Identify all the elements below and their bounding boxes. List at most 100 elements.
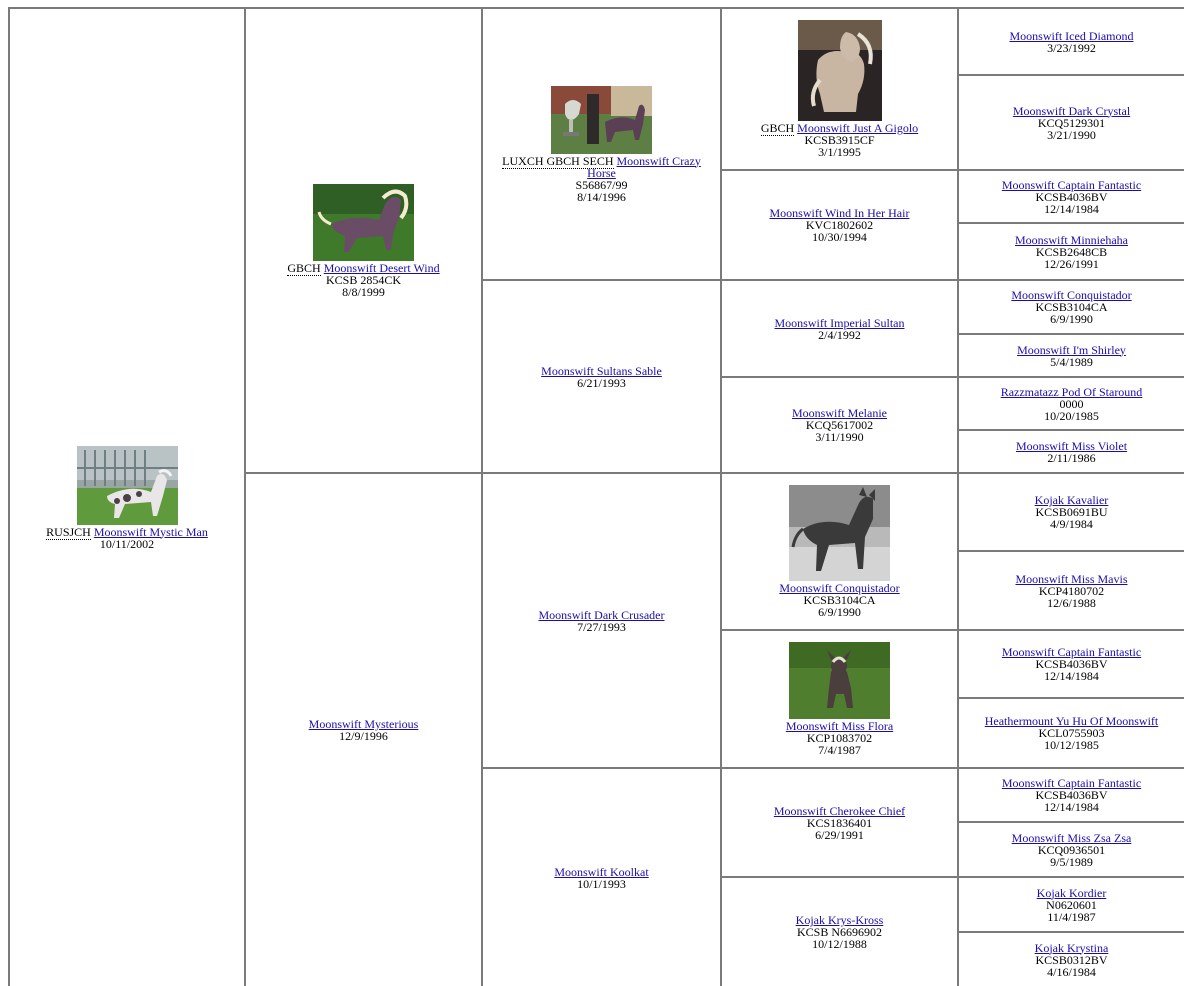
birth-date: 3/11/1990 — [815, 430, 864, 444]
registration-number: KCSB0312BV — [1035, 952, 1108, 967]
birth-date: 12/6/1988 — [1047, 595, 1096, 610]
row-divider — [958, 333, 1184, 335]
birth-date: 2/4/1992 — [818, 327, 861, 342]
dog-name-link[interactable]: Moonswift Sultans Sable — [541, 363, 662, 378]
birth-date: 3/23/1992 — [1047, 40, 1096, 55]
dog-name-link[interactable]: Moonswift Captain Fantastic — [1001, 177, 1142, 192]
dog-entry: Moonswift Imperial Sultan 2/4/1992 — [775, 317, 905, 341]
dog-photo — [789, 485, 890, 581]
dog-name-link[interactable]: Moonswift Desert Wind — [323, 260, 440, 275]
pedigree-cell-gen5: Kojak Kordier N0620601 11/4/1987 — [959, 878, 1184, 931]
registration-number: KCSB3104CA — [1035, 300, 1108, 314]
dog-name-link[interactable]: Heathermount Yu Hu Of Moonswift — [984, 714, 1159, 728]
dog-name-link[interactable]: Moonswift Miss Violet — [1015, 438, 1128, 453]
dog-name-link[interactable]: Moonswift Captain Fantastic — [1001, 645, 1142, 659]
dog-name-link[interactable]: Kojak Krystina — [1034, 940, 1109, 955]
dog-name-link[interactable]: Moonswift Mystic Man — [93, 524, 208, 539]
dog-entry: Moonswift Minniehaha KCSB2648CB 12/26/19… — [1015, 234, 1128, 270]
row-divider — [721, 169, 1184, 171]
birth-date: 6/9/1990 — [1050, 312, 1093, 326]
dog-entry: Kojak Kordier N0620601 11/4/1987 — [1037, 887, 1107, 923]
dog-name-link[interactable]: Moonswift Conquistador — [1011, 288, 1132, 302]
dog-name-link[interactable]: Moonswift Melanie — [792, 406, 887, 420]
row-divider — [958, 821, 1184, 823]
pedigree-cell-gen5: Moonswift Miss Violet 2/11/1986 — [959, 431, 1184, 472]
dog-entry: Moonswift Mysterious 12/9/1996 — [309, 718, 419, 742]
table-top-border — [8, 7, 1184, 9]
pedigree-cell-gen3: Moonswift Koolkat 10/1/1993 — [483, 769, 720, 986]
birth-date: 6/29/1991 — [815, 827, 864, 842]
dog-name-link[interactable]: Moonswift Conquistador — [779, 581, 900, 595]
pedigree-cell-gen3: Moonswift Dark Crusader 7/27/1993 — [483, 474, 720, 767]
dog-name-link[interactable]: Moonswift Wind In Her Hair — [769, 206, 910, 220]
row-divider — [482, 279, 1184, 281]
dog-name-link[interactable]: Kojak Kordier — [1036, 885, 1107, 900]
dog-name-link[interactable]: Moonswift Miss Zsa Zsa — [1011, 830, 1132, 845]
dog-photo — [312, 183, 414, 261]
dog-name-link[interactable]: Moonswift Dark Crusader — [538, 607, 665, 622]
dog-name-link[interactable]: Razzmatazz Pod Of Staround — [1000, 384, 1143, 399]
dog-name-link[interactable]: Moonswift Dark Crystal — [1012, 103, 1131, 118]
birth-date: 7/27/1993 — [577, 619, 626, 634]
registration-number: 0000 — [1059, 396, 1084, 411]
dog-photo — [76, 445, 178, 525]
dog-entry: Kojak Kavalier KCSB0691BU 4/9/1984 — [1035, 494, 1109, 530]
pedigree-cell-gen5: Kojak Krystina KCSB0312BV 4/16/1984 — [959, 933, 1184, 986]
registration-number: KCSB3104CA — [803, 593, 876, 607]
birth-date: 7/4/1987 — [818, 743, 861, 757]
dog-photo — [797, 20, 882, 121]
dog-name-link[interactable]: Moonswift Minniehaha — [1015, 232, 1128, 247]
pedigree-cell-gen5: Moonswift Miss Zsa Zsa KCQ0936501 9/5/19… — [959, 823, 1184, 876]
dog-entry: Moonswift Miss Flora KCP1083702 7/4/1987 — [786, 642, 893, 756]
registration-number: KCP1083702 — [806, 731, 873, 745]
birth-date: 3/1/1995 — [818, 145, 861, 159]
birth-date: 12/14/1984 — [1044, 201, 1099, 216]
registration-number: KCSB4036BV — [1035, 788, 1108, 802]
row-divider — [721, 376, 1184, 378]
dog-name-link[interactable]: Moonswift Koolkat — [554, 864, 649, 879]
row-divider — [958, 74, 1184, 76]
dog-name-link[interactable]: Moonswift Captain Fantastic — [1001, 776, 1142, 790]
birth-date: 10/20/1985 — [1044, 408, 1099, 423]
dog-name-link[interactable]: Kojak Kavalier — [1034, 493, 1109, 507]
pedigree-cell-gen5: Moonswift Dark Crystal KCQ5129301 3/21/1… — [959, 76, 1184, 169]
dog-name-link[interactable]: Moonswift Imperial Sultan — [774, 315, 905, 330]
pedigree-cell-subject: RUSJCH Moonswift Mystic Man 10/11/2002 — [10, 9, 244, 986]
dog-name-link[interactable]: Moonswift I'm Shirley — [1017, 342, 1126, 357]
birth-date: 2/11/1986 — [1047, 450, 1096, 465]
pedigree-cell-gen5: Moonswift Captain Fantastic KCSB4036BV 1… — [959, 769, 1184, 821]
pedigree-cell-dam: Moonswift Mysterious 12/9/1996 — [246, 474, 481, 986]
dog-entry: Moonswift Wind In Her Hair KVC1802602 10… — [770, 207, 910, 243]
registration-number: KCP4180702 — [1038, 583, 1105, 598]
dog-entry: Razzmatazz Pod Of Staround 0000 10/20/19… — [1001, 386, 1143, 422]
registration-number: KCSB4036BV — [1035, 189, 1108, 204]
dog-name-link[interactable]: Kojak Krys-Kross — [795, 913, 884, 927]
registration-number: KCSB0691BU — [1035, 505, 1108, 519]
pedigree-cell-gen3: Moonswift Sultans Sable 6/21/1993 — [483, 281, 720, 472]
column-divider — [244, 8, 246, 986]
title-abbreviation: GBCH — [287, 260, 321, 276]
pedigree-cell-gen5: Razzmatazz Pod Of Staround 0000 10/20/19… — [959, 378, 1184, 429]
pedigree-cell-gen4: GBCH Moonswift Just A Gigolo KCSB3915CF … — [722, 9, 957, 169]
pedigree-cell-gen4: Moonswift Cherokee Chief KCS1836401 6/29… — [722, 769, 957, 876]
dog-entry: Moonswift Miss Zsa Zsa KCQ0936501 9/5/19… — [1012, 832, 1132, 868]
pedigree-cell-gen4: Moonswift Miss Flora KCP1083702 7/4/1987 — [722, 631, 957, 767]
pedigree-cell-gen5: Moonswift Miss Mavis KCP4180702 12/6/198… — [959, 552, 1184, 629]
pedigree-cell-gen5: Moonswift Conquistador KCSB3104CA 6/9/19… — [959, 281, 1184, 333]
dog-name-link[interactable]: Moonswift Iced Diamond — [1009, 28, 1134, 43]
pedigree-cell-gen4: Moonswift Imperial Sultan 2/4/1992 — [722, 281, 957, 376]
dog-entry: RUSJCH Moonswift Mystic Man 10/11/2002 — [46, 445, 208, 550]
dog-name-link[interactable]: Moonswift Crazy — [616, 153, 701, 168]
dog-entry: Moonswift Iced Diamond 3/23/1992 — [1010, 30, 1134, 54]
dog-photo — [789, 642, 890, 719]
title-abbreviation: RUSJCH — [46, 524, 91, 540]
dog-name-link-continued[interactable]: Horse — [587, 165, 616, 180]
dog-entry: Moonswift Conquistador KCSB3104CA 6/9/19… — [779, 485, 900, 618]
dog-name-link[interactable]: Moonswift Just A Gigolo — [797, 121, 919, 135]
dog-name-link[interactable]: Moonswift Mysterious — [308, 717, 419, 731]
pedigree-cell-gen4: Moonswift Conquistador KCSB3104CA 6/9/19… — [722, 474, 957, 629]
dog-name-link[interactable]: Moonswift Cherokee Chief — [773, 803, 906, 818]
dog-name-link[interactable]: Moonswift Miss Mavis — [1015, 571, 1128, 586]
dog-name-link[interactable]: Moonswift Miss Flora — [785, 719, 894, 733]
birth-date: 12/14/1984 — [1044, 669, 1099, 683]
